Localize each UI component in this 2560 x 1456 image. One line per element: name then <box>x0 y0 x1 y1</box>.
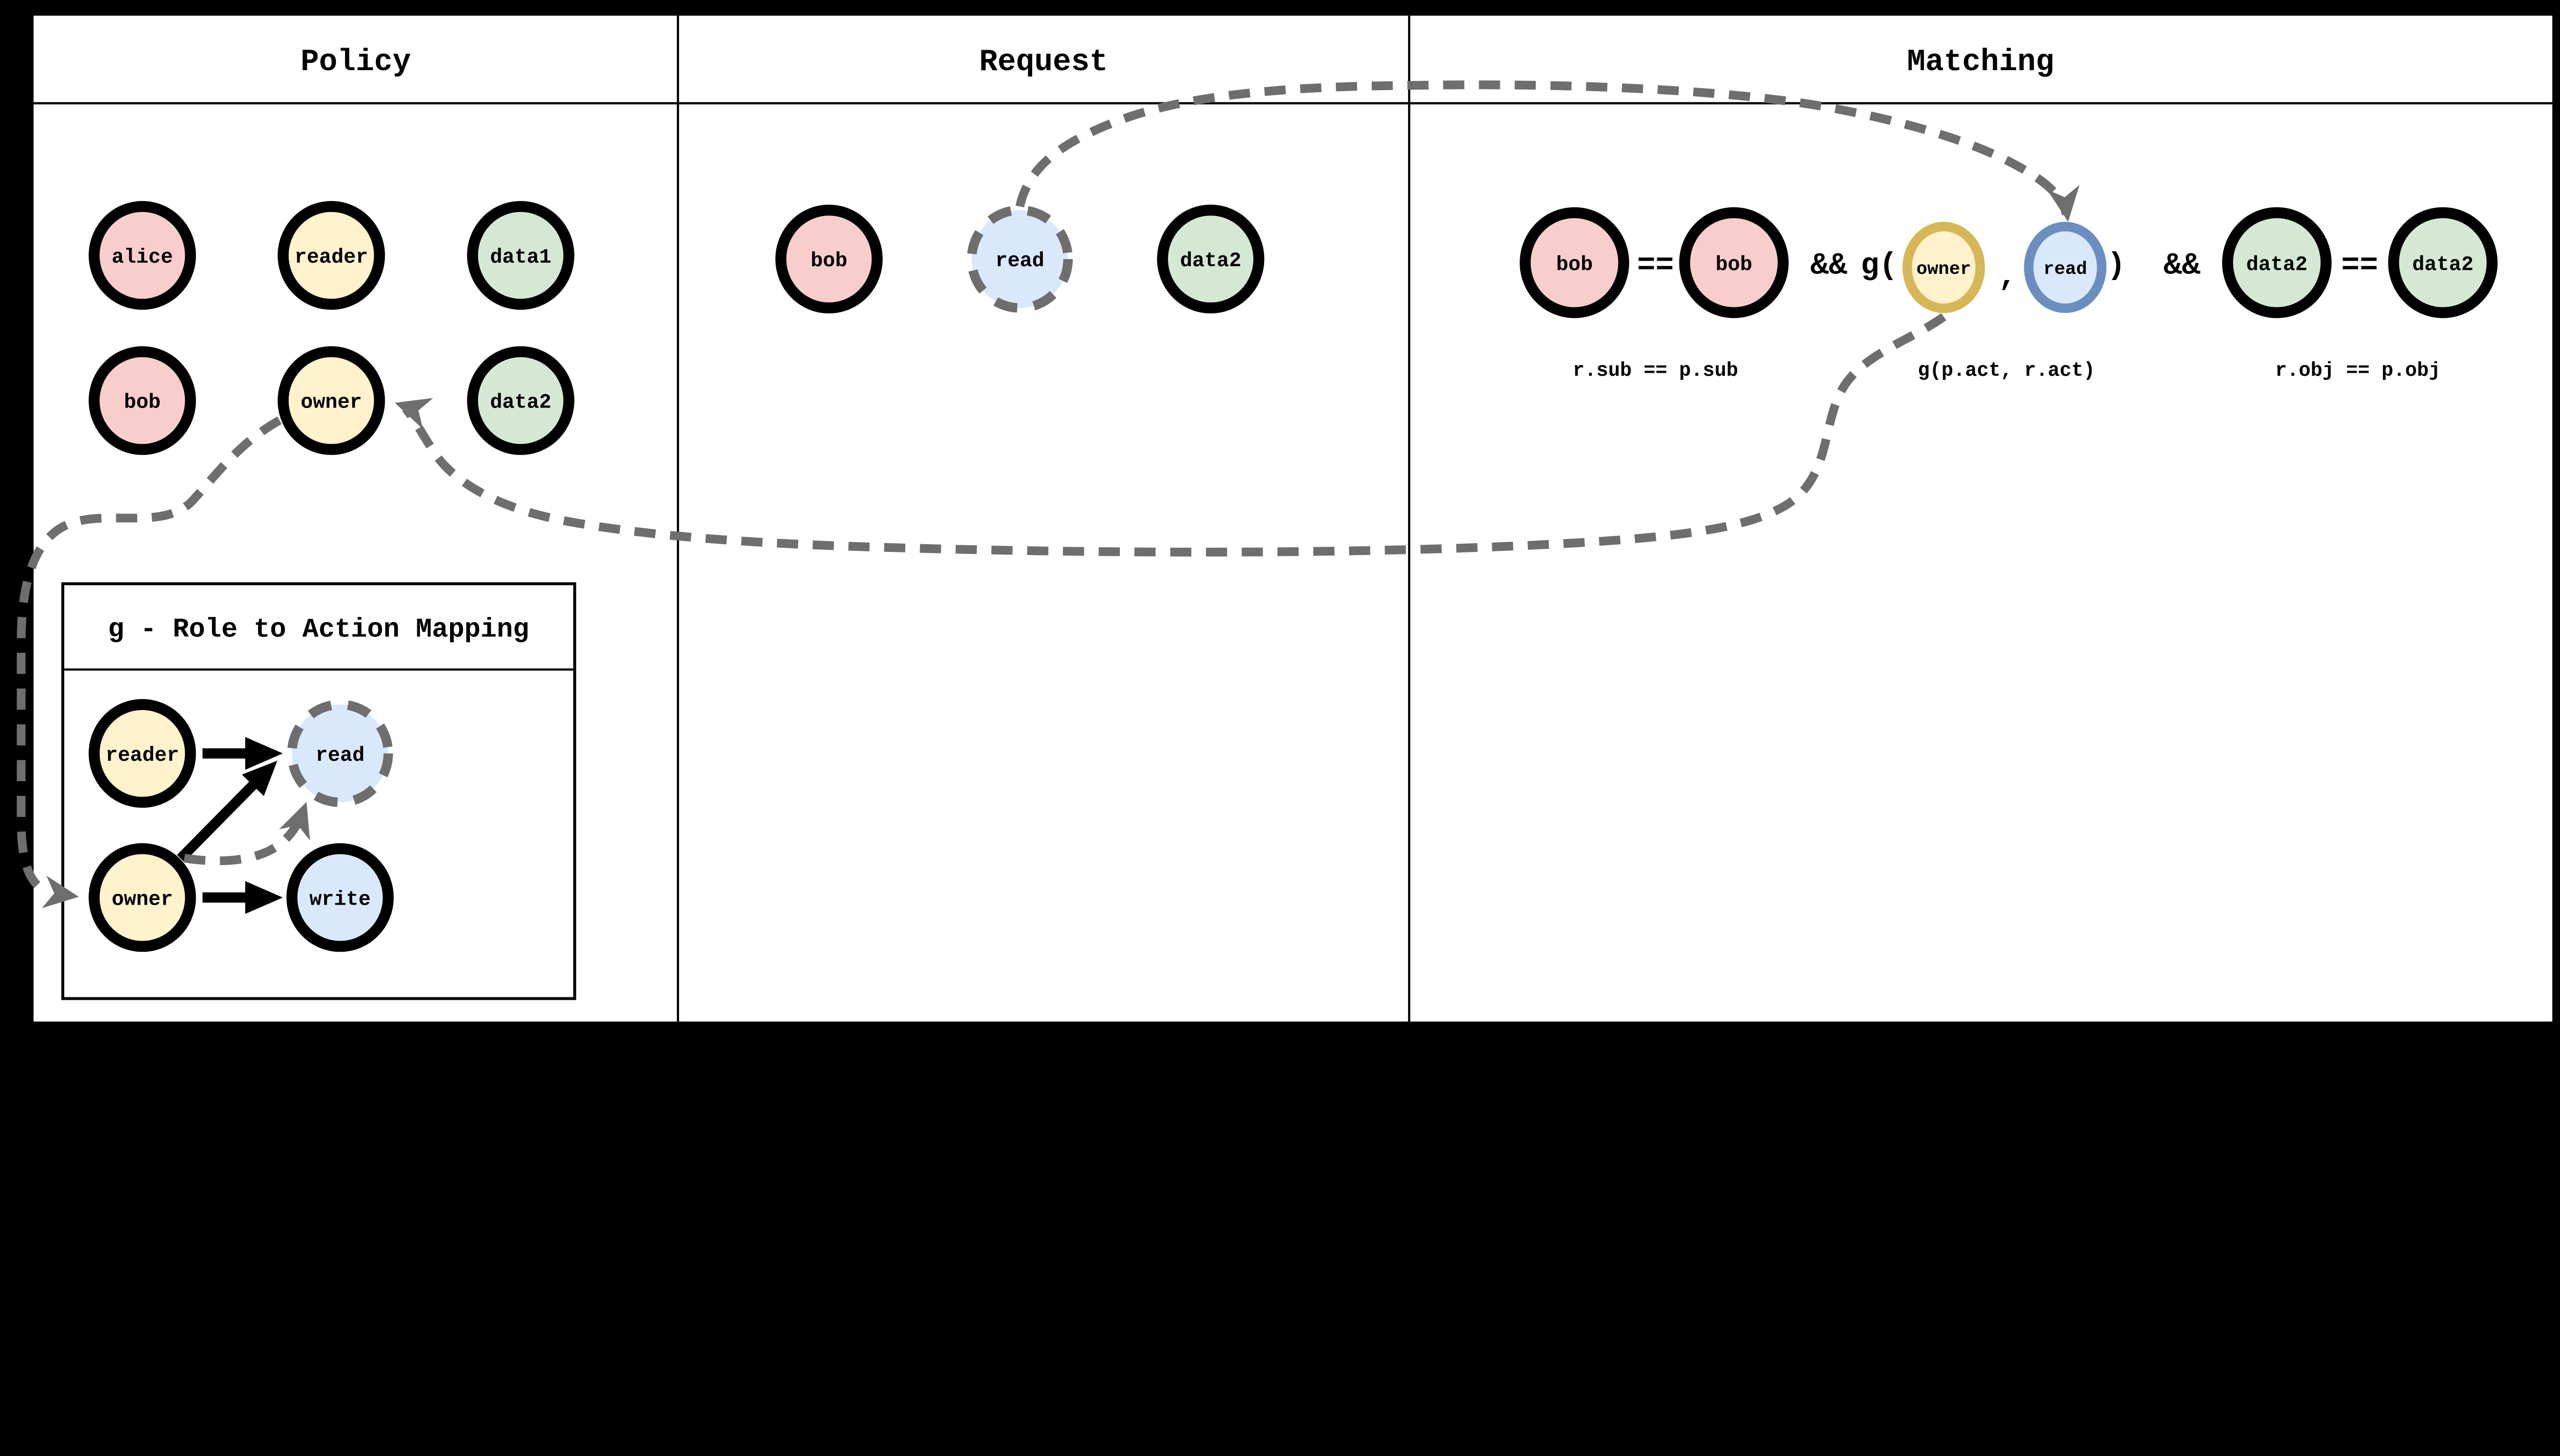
matching-node-r-act-label: read <box>2043 259 2087 280</box>
matching-and2-operator: && <box>2164 248 2201 283</box>
matching-node-r-act: read <box>2024 222 2107 313</box>
request-node-bob-label: bob <box>810 249 847 272</box>
matching-g-close-token: ) <box>2107 248 2125 283</box>
matching-panel-title: Matching <box>1907 45 2054 79</box>
link-gbox-owner-arrowhead-icon <box>279 802 310 841</box>
policy-node-reader: reader <box>278 201 385 310</box>
gbox-node-owner: owner <box>89 843 196 952</box>
policy-node-data1-label: data1 <box>490 246 551 269</box>
matching-and1-operator: && <box>1810 248 1847 283</box>
request-node-data2-label: data2 <box>1180 249 1242 272</box>
caption-act-match: g(p.act, r.act) <box>1918 359 2095 382</box>
request-panel: Request bob read data2 <box>775 45 1265 314</box>
matching-node-r-sub: bob <box>1520 207 1630 318</box>
matching-node-p-obj-circle <box>2388 207 2498 318</box>
link-gbox-owner-to-gbox-read <box>183 811 307 865</box>
link-request-read-to-matching-read <box>1015 80 2071 216</box>
gbox-node-read: read <box>287 699 393 807</box>
policy-node-owner-circle <box>278 346 385 455</box>
gbox-edge-owner-write-arrowhead-icon <box>245 881 283 914</box>
policy-node-data2-label: data2 <box>490 391 551 414</box>
matching-node-r-act-circle <box>2024 222 2107 313</box>
policy-panel-title: Policy <box>301 45 411 79</box>
caption-sub-match: r.sub == p.sub <box>1573 359 1738 382</box>
link-matching-owner-arrowhead-icon <box>395 398 434 430</box>
matching-node-p-act-label: owner <box>1916 259 1971 280</box>
policy-node-bob-label: bob <box>124 391 161 414</box>
policy-node-data2-circle <box>467 346 574 455</box>
matching-eq-obj-operator: == <box>2341 248 2378 283</box>
g-mapping-box-title: g - Role to Action Mapping <box>108 614 529 645</box>
policy-node-alice: alice <box>89 201 196 310</box>
request-node-read-label: read <box>995 249 1044 272</box>
gbox-node-read-circle <box>287 699 393 807</box>
request-panel-title: Request <box>979 45 1107 79</box>
policy-node-bob: bob <box>89 346 196 455</box>
matching-node-r-obj-circle <box>2222 207 2332 318</box>
policy-node-bob-circle <box>89 346 196 455</box>
matching-node-p-obj: data2 <box>2388 207 2498 318</box>
gbox-node-write-circle <box>286 843 394 952</box>
gbox-node-owner-circle <box>89 843 196 952</box>
gbox-edge-reader-read-arrowhead-icon <box>245 737 283 770</box>
request-node-bob: bob <box>775 204 883 314</box>
gbox-edge-reader-read <box>202 737 283 770</box>
matching-node-r-sub-label: bob <box>1556 253 1593 276</box>
request-node-bob-circle <box>775 204 883 314</box>
diagram-canvas: Policy alice reader data1 bob owner data… <box>16 15 2553 1022</box>
link-matching-owner-to-policy-owner <box>402 313 1947 556</box>
gbox-node-reader: reader <box>89 699 196 808</box>
matching-g-open-token: g( <box>1861 248 1897 283</box>
gbox-node-read-label: read <box>315 744 365 767</box>
gbox-edge-owner-read-arrowhead-icon <box>242 760 278 797</box>
policy-node-data1: data1 <box>467 201 574 310</box>
matching-node-p-sub: bob <box>1679 207 1789 318</box>
policy-panel: Policy alice reader data1 bob owner data… <box>89 45 574 455</box>
gbox-node-reader-circle <box>89 699 196 808</box>
request-node-data2-circle <box>1157 204 1265 314</box>
policy-node-owner: owner <box>278 346 385 455</box>
link-policy-owner-arrowhead-icon <box>41 875 79 908</box>
matching-comma-token: , <box>1998 259 2017 294</box>
matching-expression: bob == bob && g( owner , read ) && data2 <box>1520 207 2498 318</box>
policy-node-owner-label: owner <box>301 391 362 414</box>
policy-node-alice-label: alice <box>112 246 173 269</box>
policy-node-reader-label: reader <box>294 246 368 269</box>
diagram-root: Policy alice reader data1 bob owner data… <box>16 15 2553 1022</box>
gbox-edge-owner-read <box>177 760 278 862</box>
request-node-read: read <box>967 205 1073 313</box>
policy-node-data2: data2 <box>467 346 574 455</box>
matching-eq-sub-operator: == <box>1637 248 1674 283</box>
matching-node-p-sub-label: bob <box>1716 253 1753 276</box>
matching-node-r-sub-circle <box>1520 207 1630 318</box>
policy-node-data1-circle <box>467 201 574 310</box>
link-request-read-arrowhead-icon <box>2047 185 2080 222</box>
policy-node-reader-circle <box>278 201 385 310</box>
matching-node-r-obj: data2 <box>2222 207 2332 318</box>
gbox-edge-owner-write <box>202 881 283 914</box>
gbox-node-reader-label: reader <box>105 744 179 767</box>
matching-node-r-obj-label: data2 <box>2246 253 2308 276</box>
caption-obj-match: r.obj == p.obj <box>2275 359 2441 382</box>
request-node-read-circle <box>967 205 1073 313</box>
g-mapping-box: g - Role to Action Mapping reader read o… <box>61 582 577 1000</box>
gbox-node-write: write <box>286 843 394 952</box>
dashed-links-layer <box>16 80 2080 908</box>
matching-node-p-act-circle <box>1902 222 1985 313</box>
gbox-node-owner-label: owner <box>112 888 173 911</box>
matching-node-p-sub-circle <box>1679 207 1789 318</box>
matching-panel: Matching bob == bob && g( owner , read <box>1520 45 2498 382</box>
link-policy-owner-to-gbox-owner <box>16 416 282 896</box>
matching-node-p-obj-label: data2 <box>2412 253 2473 276</box>
matching-node-p-act: owner <box>1902 222 1985 313</box>
gbox-edge-owner-read-shaft <box>177 781 258 862</box>
request-node-data2: data2 <box>1157 204 1265 314</box>
policy-node-alice-circle <box>89 201 196 310</box>
gbox-node-write-label: write <box>309 888 371 911</box>
